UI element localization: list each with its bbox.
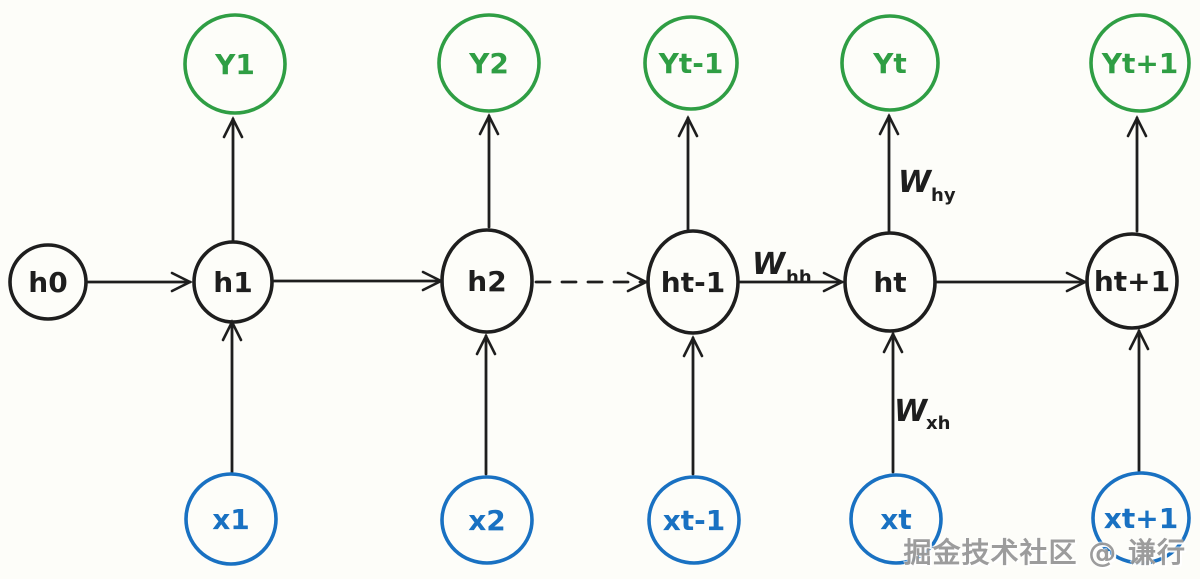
- node-ht-1-label: ht-1: [661, 266, 725, 299]
- node-h0-label: h0: [28, 266, 67, 299]
- node-h0-circle: [8, 243, 88, 321]
- node-h1-label: h1: [213, 266, 252, 299]
- node-ht-plus-1-circle: [1085, 232, 1179, 330]
- output-node-labels: Y1 Y2 Yt-1 Yt Yt+1: [214, 47, 1178, 81]
- output-node-circles: [183, 13, 1191, 115]
- hidden-node-labels: h0 h1 h2 ht-1 ht ht+1: [28, 265, 1170, 299]
- weight-label-w-hh: W: [752, 247, 787, 282]
- node-ht-1-circle: [646, 229, 740, 335]
- weight-label-w-hh-sub: hh: [786, 267, 812, 288]
- watermark-text: 掘金技术社区 @ 谦行: [903, 536, 1186, 569]
- node-yt-1-circle: [643, 15, 739, 111]
- node-x2-label: x2: [468, 504, 506, 537]
- node-yt-circle: [840, 14, 940, 112]
- weight-label-w-hy: W: [898, 165, 933, 200]
- node-xt-1-circle: [647, 475, 741, 565]
- node-xt-label: xt: [880, 503, 911, 536]
- node-h2-circle: [440, 228, 534, 334]
- node-ht-circle: [843, 231, 937, 333]
- node-yt-plus-1-circle: [1089, 13, 1191, 113]
- node-y2-label: Y2: [468, 47, 509, 80]
- node-h1-circle: [192, 240, 274, 324]
- node-xt-plus-1-label: xt+1: [1104, 502, 1178, 535]
- node-y1-label: Y1: [214, 48, 255, 81]
- node-y2-circle: [437, 13, 541, 113]
- node-x1-circle: [184, 472, 278, 566]
- node-xt-circle: [849, 473, 943, 565]
- node-yt-label: Yt: [872, 47, 907, 80]
- node-y1-circle: [183, 13, 287, 115]
- hidden-node-circles: [8, 228, 1179, 335]
- node-yt-plus-1-label: Yt+1: [1101, 47, 1179, 80]
- weight-label-w-hy-sub: hy: [931, 185, 956, 206]
- weight-label-w-xh: W: [894, 394, 929, 429]
- edges: [86, 113, 1150, 476]
- node-x1-label: x1: [212, 503, 250, 536]
- input-node-circles: [184, 471, 1191, 566]
- node-xt-1-label: xt-1: [663, 504, 726, 537]
- node-h2-label: h2: [467, 265, 506, 298]
- node-ht-plus-1-label: ht+1: [1094, 265, 1170, 298]
- node-xt-plus-1-circle: [1091, 471, 1191, 565]
- node-x2-circle: [440, 475, 534, 565]
- node-yt-1-label: Yt-1: [658, 47, 724, 80]
- weight-label-w-xh-sub: xh: [926, 413, 950, 434]
- node-ht-label: ht: [873, 266, 906, 299]
- weight-labels: W hy W hh W xh: [752, 165, 956, 434]
- input-node-labels: x1 x2 xt-1 xt xt+1: [212, 502, 1178, 537]
